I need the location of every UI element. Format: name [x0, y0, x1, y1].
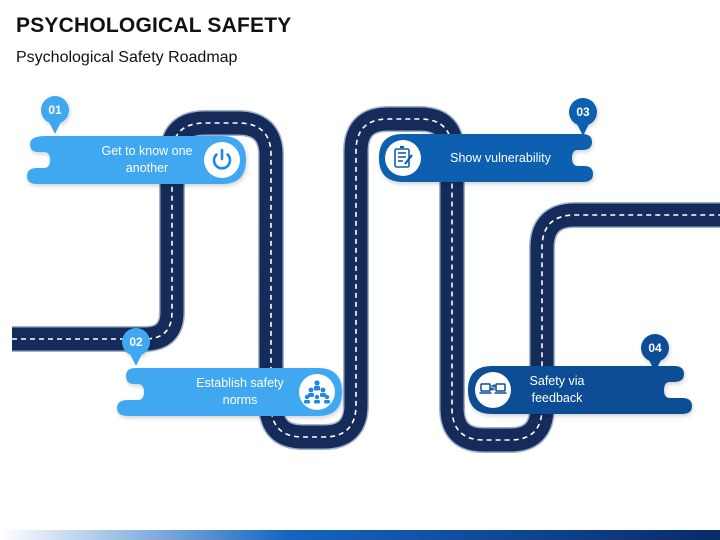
step-01-pin [41, 96, 69, 134]
step-01-label: Get to know one another [101, 144, 193, 175]
step-04-label: Safety via feedback [529, 374, 585, 405]
step-04-pin [641, 334, 669, 372]
step-02-label: Establish safety norms [196, 376, 284, 407]
step-04-number: 04 [648, 341, 662, 355]
page-subtitle: Psychological Safety Roadmap [16, 49, 238, 66]
step-03-number: 03 [576, 105, 590, 119]
page-title: PSYCHOLOGICAL SAFETY [16, 14, 292, 37]
step-04-card [468, 366, 692, 414]
step-03-card [379, 134, 593, 182]
step-01-number: 01 [48, 103, 62, 117]
step-02-pin [122, 328, 150, 366]
power-icon [212, 148, 232, 170]
team-icon [304, 380, 330, 404]
step-03-pin [569, 98, 597, 136]
checklist-icon [394, 145, 413, 168]
footer-accent-bar [0, 530, 720, 540]
step-02-number: 02 [129, 335, 143, 349]
winding-road [12, 106, 720, 453]
feedback-laptops-icon [479, 383, 507, 394]
step-03-label: Show vulnerability [450, 151, 551, 165]
